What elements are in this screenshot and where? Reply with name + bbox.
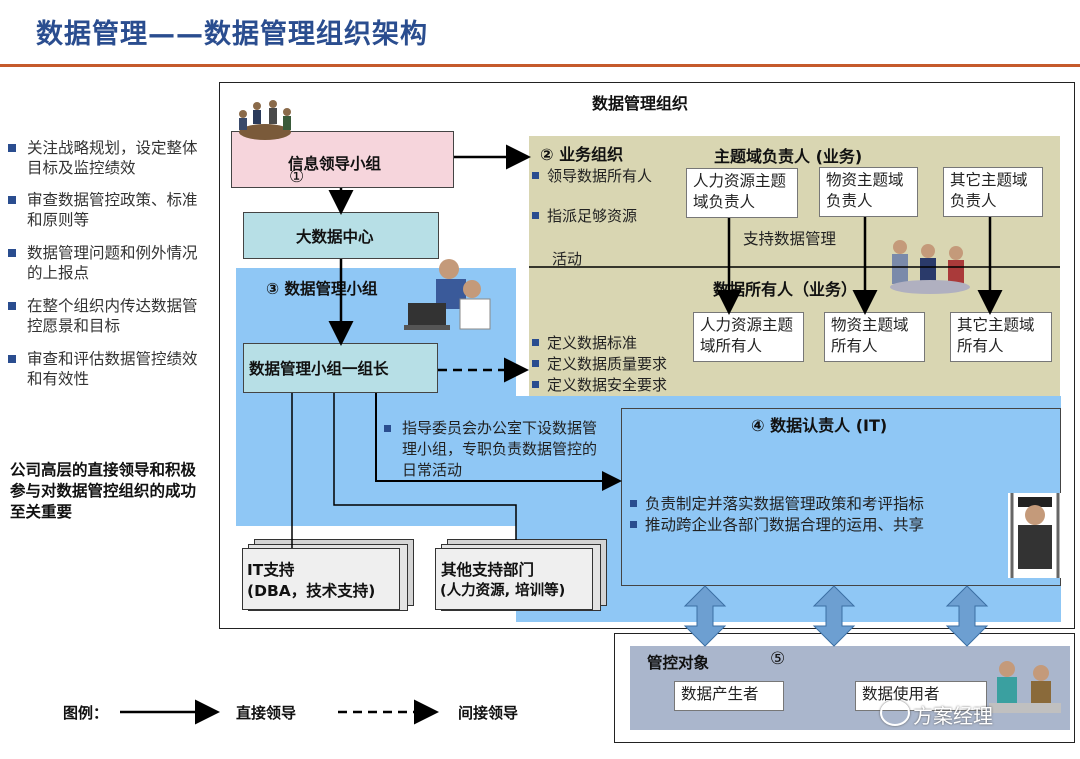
support-other-line1: 其他支持部门 [441, 561, 535, 579]
owner-box-material: 物资主题域所有人 [824, 312, 925, 362]
page-title: 数据管理——数据管理组织架构 [36, 19, 428, 50]
dm-note: 指导委员会办公室下设数据管理小组，专职负责数据管控的日常活动 [384, 418, 604, 481]
domain-box-hr: 人力资源主题域负责人 [686, 168, 798, 218]
bullet-icon [8, 355, 16, 363]
meeting-illustration [229, 92, 299, 150]
workers-illustration [989, 655, 1061, 720]
it-steward-box [621, 408, 1061, 586]
bullet-icon [532, 212, 539, 219]
bullet-item: 审查和评估数据管控绩效和有效性 [8, 349, 208, 391]
leadership-label: 信息领导小组 [288, 155, 382, 173]
domain-head: 主题域负责人 (业务) [714, 147, 863, 166]
domain-box-material: 物资主题域负责人 [819, 167, 918, 217]
org-frame [219, 82, 1075, 629]
legend-label: 图例： [63, 704, 109, 722]
bullet-icon [8, 144, 16, 152]
title-divider [0, 64, 1080, 67]
bigdata-box [243, 212, 439, 259]
support-it-line1: IT支持 [247, 561, 295, 579]
frame-title: 数据管理组织 [592, 94, 689, 113]
bullet-item: 关注战略规划，设定整体目标及监控绩效 [8, 138, 208, 180]
bullet-icon [384, 425, 391, 432]
dm-leader-label: 数据管理小组一组长 [249, 360, 389, 378]
team-illustration [880, 235, 980, 300]
office-worker-illustration [404, 255, 504, 340]
bigdata-label: 大数据中心 [296, 228, 374, 246]
it-steward-title: ④ 数据认责人 (IT) [751, 416, 888, 435]
bullet-icon [8, 302, 16, 310]
bullet-icon [532, 172, 539, 179]
legend-direct: 直接领导 [236, 704, 297, 722]
define-item: 定义数据质量要求 [532, 354, 667, 374]
bullet-item: 审查数据管控政策、标准和原则等 [8, 190, 208, 232]
bullet-item: 在整个组织内传达数据管控愿景和目标 [8, 296, 208, 338]
bullet-icon [630, 500, 637, 507]
support-other-line2: (人力资源, 培训等) [440, 583, 566, 599]
data-user-box: 数据使用者 [855, 681, 987, 711]
bullet-item: 数据管理问题和例外情况的上报点 [8, 243, 208, 285]
owner-box-other: 其它主题域所有人 [950, 312, 1052, 362]
it-item: 负责制定并落实数据管理政策和考评指标 [630, 494, 924, 514]
chat-logo-icon [880, 700, 910, 726]
support-label: 支持数据管理 [743, 230, 837, 248]
legend-indirect: 间接领导 [458, 704, 519, 722]
bullet-icon [532, 381, 539, 388]
bullet-icon [532, 360, 539, 367]
controlled-title: 管控对象 [647, 654, 710, 672]
dm-group-label: ③ 数据管理小组 [266, 280, 378, 298]
leadership-box [231, 131, 454, 188]
support-it-line2: (DBA，技术支持) [247, 582, 376, 600]
support-other-box [435, 548, 593, 610]
define-item: 定义数据安全要求 [532, 375, 667, 395]
bullet-icon [630, 521, 637, 528]
dm-leader-box [243, 343, 438, 393]
data-producer-box: 数据产生者 [674, 681, 784, 711]
business-item: 活动 [552, 250, 583, 268]
owner-head: 数据所有人（业务） [713, 280, 858, 299]
domain-box-other: 其它主题域负责人 [943, 167, 1043, 217]
it-item: 推动跨企业各部门数据合理的运用、共享 [630, 515, 924, 535]
business-title: ② 业务组织 [540, 145, 624, 164]
leadership-num: ① [289, 167, 305, 187]
leadership-emphasis: 公司高层的直接领导和积极参与对数据管控组织的成功至关重要 [10, 461, 197, 521]
bullet-icon [8, 249, 16, 257]
define-item: 定义数据标准 [532, 333, 637, 353]
bullet-icon [8, 196, 16, 204]
bullet-icon [532, 339, 539, 346]
controlled-num: ⑤ [770, 649, 786, 669]
business-item: 领导数据所有人 [532, 166, 682, 186]
owner-box-hr: 人力资源主题域所有人 [693, 312, 804, 362]
business-item: 指派足够资源 [532, 206, 682, 226]
support-it-box [242, 548, 400, 610]
watermark: 方案经理 [913, 704, 993, 728]
security-guard-illustration [1008, 493, 1062, 578]
